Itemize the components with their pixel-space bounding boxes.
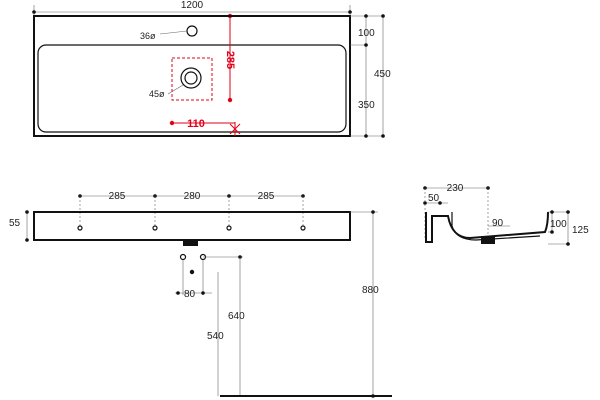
basin-outline [33,15,351,137]
dim-marker [566,242,570,246]
fixing-hole [300,225,306,231]
dim-marker [550,230,554,234]
drain-dia-label: 45ø [149,89,165,99]
waste-height-b-label: 540 [207,331,224,342]
section-width-label: 230 [447,183,464,194]
dim-marker [550,210,554,214]
dim-marker [364,43,368,47]
dim-marker [438,201,442,205]
bowl-depth-label: 100 [550,219,567,230]
tap-hole [186,25,198,37]
drain-offset-label: 110 [187,118,205,130]
floor-height-label: 880 [362,285,379,296]
section-inner [451,212,541,241]
spacing-mid-label: 280 [184,191,201,202]
dim-marker [423,201,427,205]
dim-marker [227,97,233,103]
depth-back-label: 350 [358,100,375,111]
drain-zone [171,57,213,101]
dim-marker [25,210,29,214]
dim-marker [381,14,385,18]
dim-marker [348,10,352,14]
dim-marker [371,210,375,214]
spacing-left-label: 285 [109,191,126,202]
waste-height-a-label: 640 [228,311,245,322]
spacing-right-label: 285 [258,191,275,202]
top-view: 1200 36ø 45ø 285 110 [32,0,391,138]
dim-marker [566,210,570,214]
fixing-hole [152,225,158,231]
tap-hole-dia-label: 36ø [140,31,156,41]
fixing-hole [77,225,83,231]
front-view: 285 280 285 55 880 80 [9,191,392,398]
fixing-hole [226,225,232,231]
bowl-outline [37,44,347,133]
dim-marker [32,10,36,14]
waste-point [179,253,187,261]
dim-marker [176,291,180,295]
thickness-label: 55 [9,218,21,229]
depth-front-label: 100 [358,28,375,39]
leader-line [159,30,188,35]
dim-marker [25,238,29,242]
waste-spacing-label: 80 [184,289,196,300]
overall-width-label: 1200 [181,0,204,11]
leader-line [167,84,184,95]
center-star-icon [229,122,241,136]
total-height-label: 125 [572,225,589,236]
drain-outer [180,67,202,89]
dim-marker [201,291,205,295]
dim-marker [189,269,195,275]
section-drain [481,236,495,244]
depth-total-label: 450 [374,69,391,80]
waste-outlet [183,240,198,246]
drain-inner [184,71,198,85]
drain-pos-label: 90 [492,218,504,229]
dim-marker [364,134,368,138]
tap-drain-dim-label: 285 [224,51,236,69]
section-view: 230 50 90 100 125 [423,183,589,246]
dim-marker [169,120,175,126]
dim-marker [381,134,385,138]
dim-marker [364,14,368,18]
section-profile [425,211,549,243]
rim-label: 50 [428,193,440,204]
